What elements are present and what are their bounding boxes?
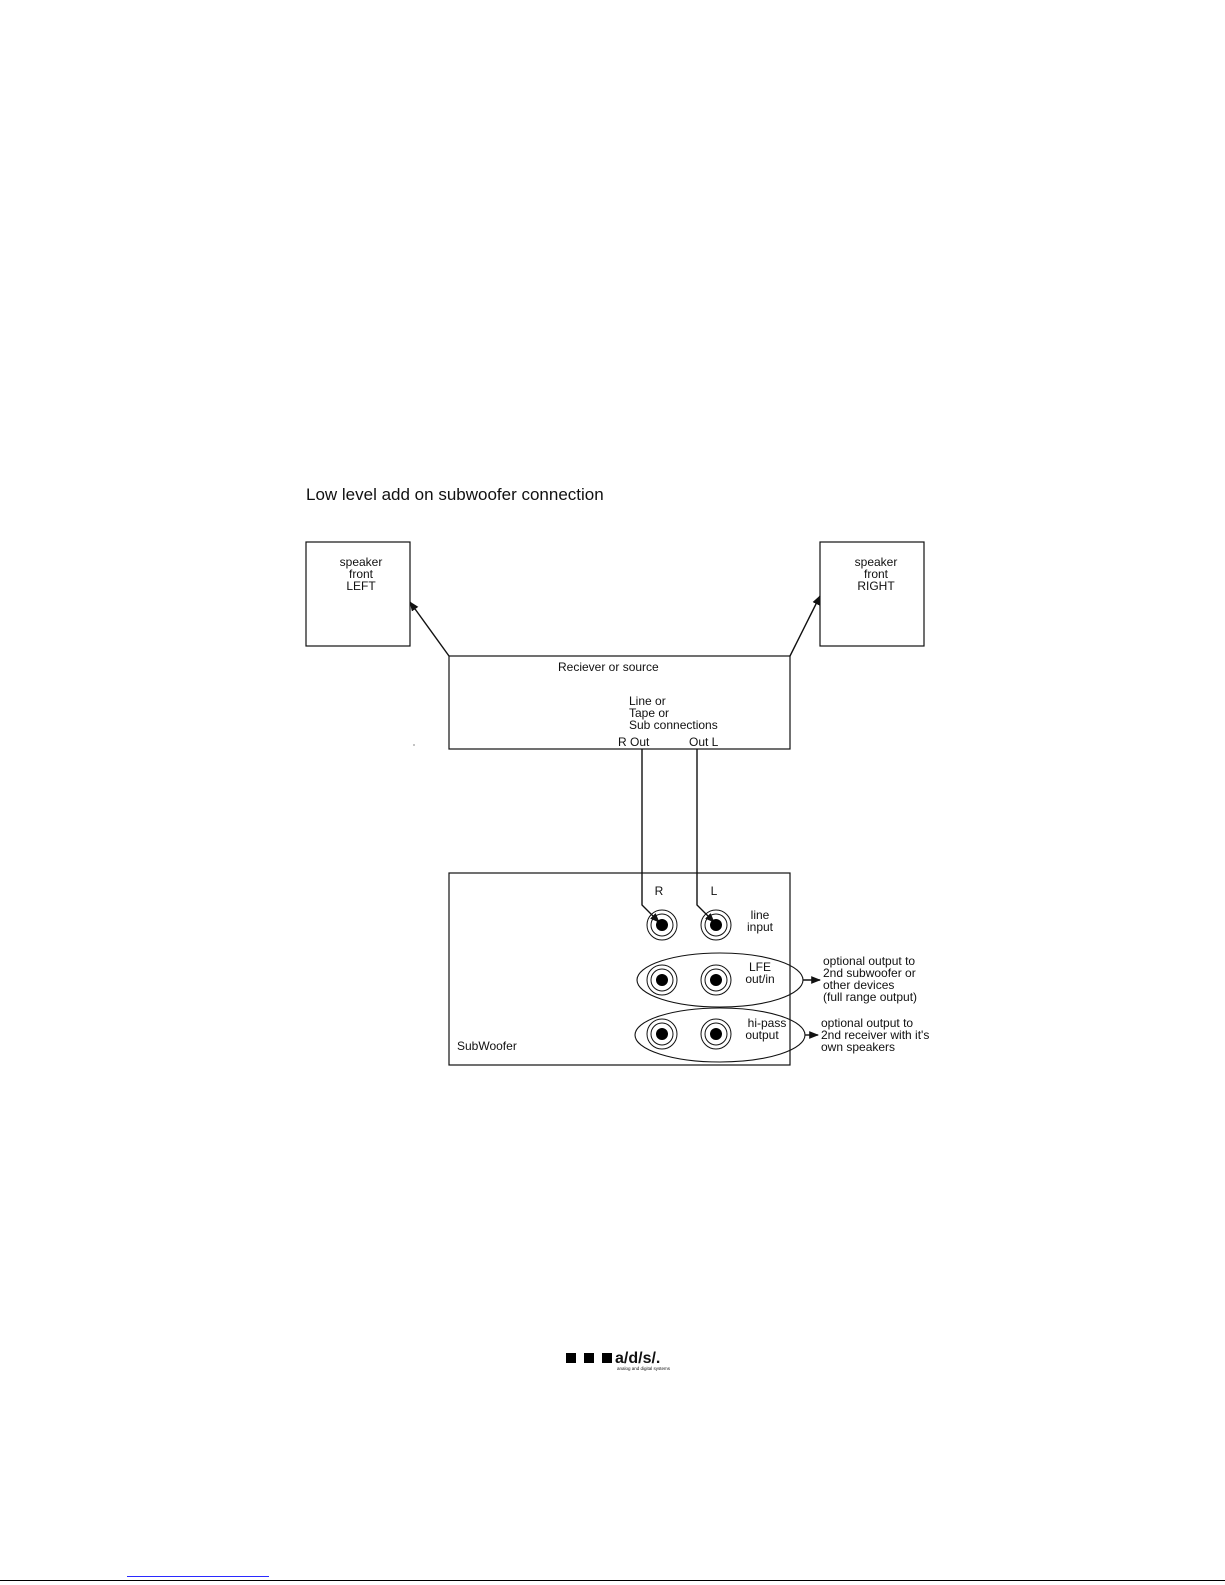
speaker-right-line-2: front bbox=[864, 567, 889, 581]
logo-square-1 bbox=[566, 1353, 576, 1363]
hipass-note-line-1: optional output to bbox=[821, 1016, 913, 1030]
hipass-line-2: output bbox=[745, 1028, 779, 1042]
logo-wordmark: a/d/s/. bbox=[615, 1350, 660, 1367]
logo-tagline: analog and digital systems bbox=[617, 1366, 671, 1371]
lfe-line-2: out/in bbox=[745, 972, 774, 986]
hipass-line-1: hi-pass bbox=[748, 1016, 787, 1030]
subwoofer-label: SubWoofer bbox=[457, 1039, 517, 1053]
line-input-line-2: input bbox=[747, 920, 774, 934]
rca-jack-lfe-l bbox=[700, 964, 732, 996]
rca-jack-hipass-l bbox=[700, 1018, 732, 1050]
line-input-line-1: line bbox=[751, 908, 770, 922]
lfe-note-line-1: optional output to bbox=[823, 954, 915, 968]
rca-jack-line-input-l bbox=[700, 909, 732, 941]
speaker-left-line-2: front bbox=[349, 567, 374, 581]
subwoofer-box: SubWoofer R L line input LFE out/in hi-p… bbox=[448, 872, 791, 1066]
ads-logo: a/d/s/. analog and digital systems bbox=[566, 1350, 671, 1371]
speaker-left-line-3: LEFT bbox=[346, 579, 376, 593]
receiver-connections-line-1: Line or bbox=[629, 694, 666, 708]
lfe-note-line-2: 2nd subwoofer or bbox=[823, 966, 916, 980]
hipass-note-line-2: 2nd receiver with it's bbox=[821, 1028, 929, 1042]
footer-link-underline[interactable] bbox=[127, 1576, 269, 1577]
hipass-output-note: optional output to 2nd receiver with it'… bbox=[821, 1016, 929, 1054]
lfe-line-1: LFE bbox=[749, 960, 771, 974]
receiver-l-out-label: Out L bbox=[689, 735, 719, 749]
cable-left-channel bbox=[696, 749, 715, 923]
speaker-right-line-3: RIGHT bbox=[857, 579, 895, 593]
speaker-front-right: speaker front RIGHT bbox=[819, 541, 925, 647]
speaker-left-line-1: speaker bbox=[340, 555, 383, 569]
wire-to-left-speaker bbox=[409, 601, 450, 657]
channel-r-label: R bbox=[655, 884, 664, 898]
receiver-box: Reciever or source Line or Tape or Sub c… bbox=[448, 655, 791, 750]
logo-square-3 bbox=[602, 1353, 612, 1363]
lfe-note-line-3: other devices bbox=[823, 978, 894, 992]
receiver-label: Reciever or source bbox=[558, 660, 659, 674]
receiver-r-out-label: R Out bbox=[618, 735, 650, 749]
lfe-output-note: optional output to 2nd subwoofer or othe… bbox=[823, 954, 917, 1004]
receiver-connections-line-3: Sub connections bbox=[629, 718, 718, 732]
hipass-note-line-3: own speakers bbox=[821, 1040, 895, 1054]
cable-right-channel bbox=[641, 749, 660, 923]
speaker-right-line-1: speaker bbox=[855, 555, 898, 569]
diagram-title: Low level add on subwoofer connection bbox=[306, 485, 604, 504]
footer-rule bbox=[0, 1580, 1225, 1581]
receiver-connections-line-2: Tape or bbox=[629, 706, 669, 720]
wire-to-right-speaker bbox=[789, 595, 821, 657]
speaker-front-left: speaker front LEFT bbox=[305, 541, 411, 647]
rca-jack-line-input-r bbox=[646, 909, 678, 941]
stray-dot bbox=[413, 744, 415, 746]
logo-square-2 bbox=[584, 1353, 594, 1363]
lfe-note-line-4: (full range output) bbox=[823, 990, 917, 1004]
rca-jack-hipass-r bbox=[646, 1018, 678, 1050]
rca-jack-lfe-r bbox=[646, 964, 678, 996]
channel-l-label: L bbox=[711, 884, 718, 898]
